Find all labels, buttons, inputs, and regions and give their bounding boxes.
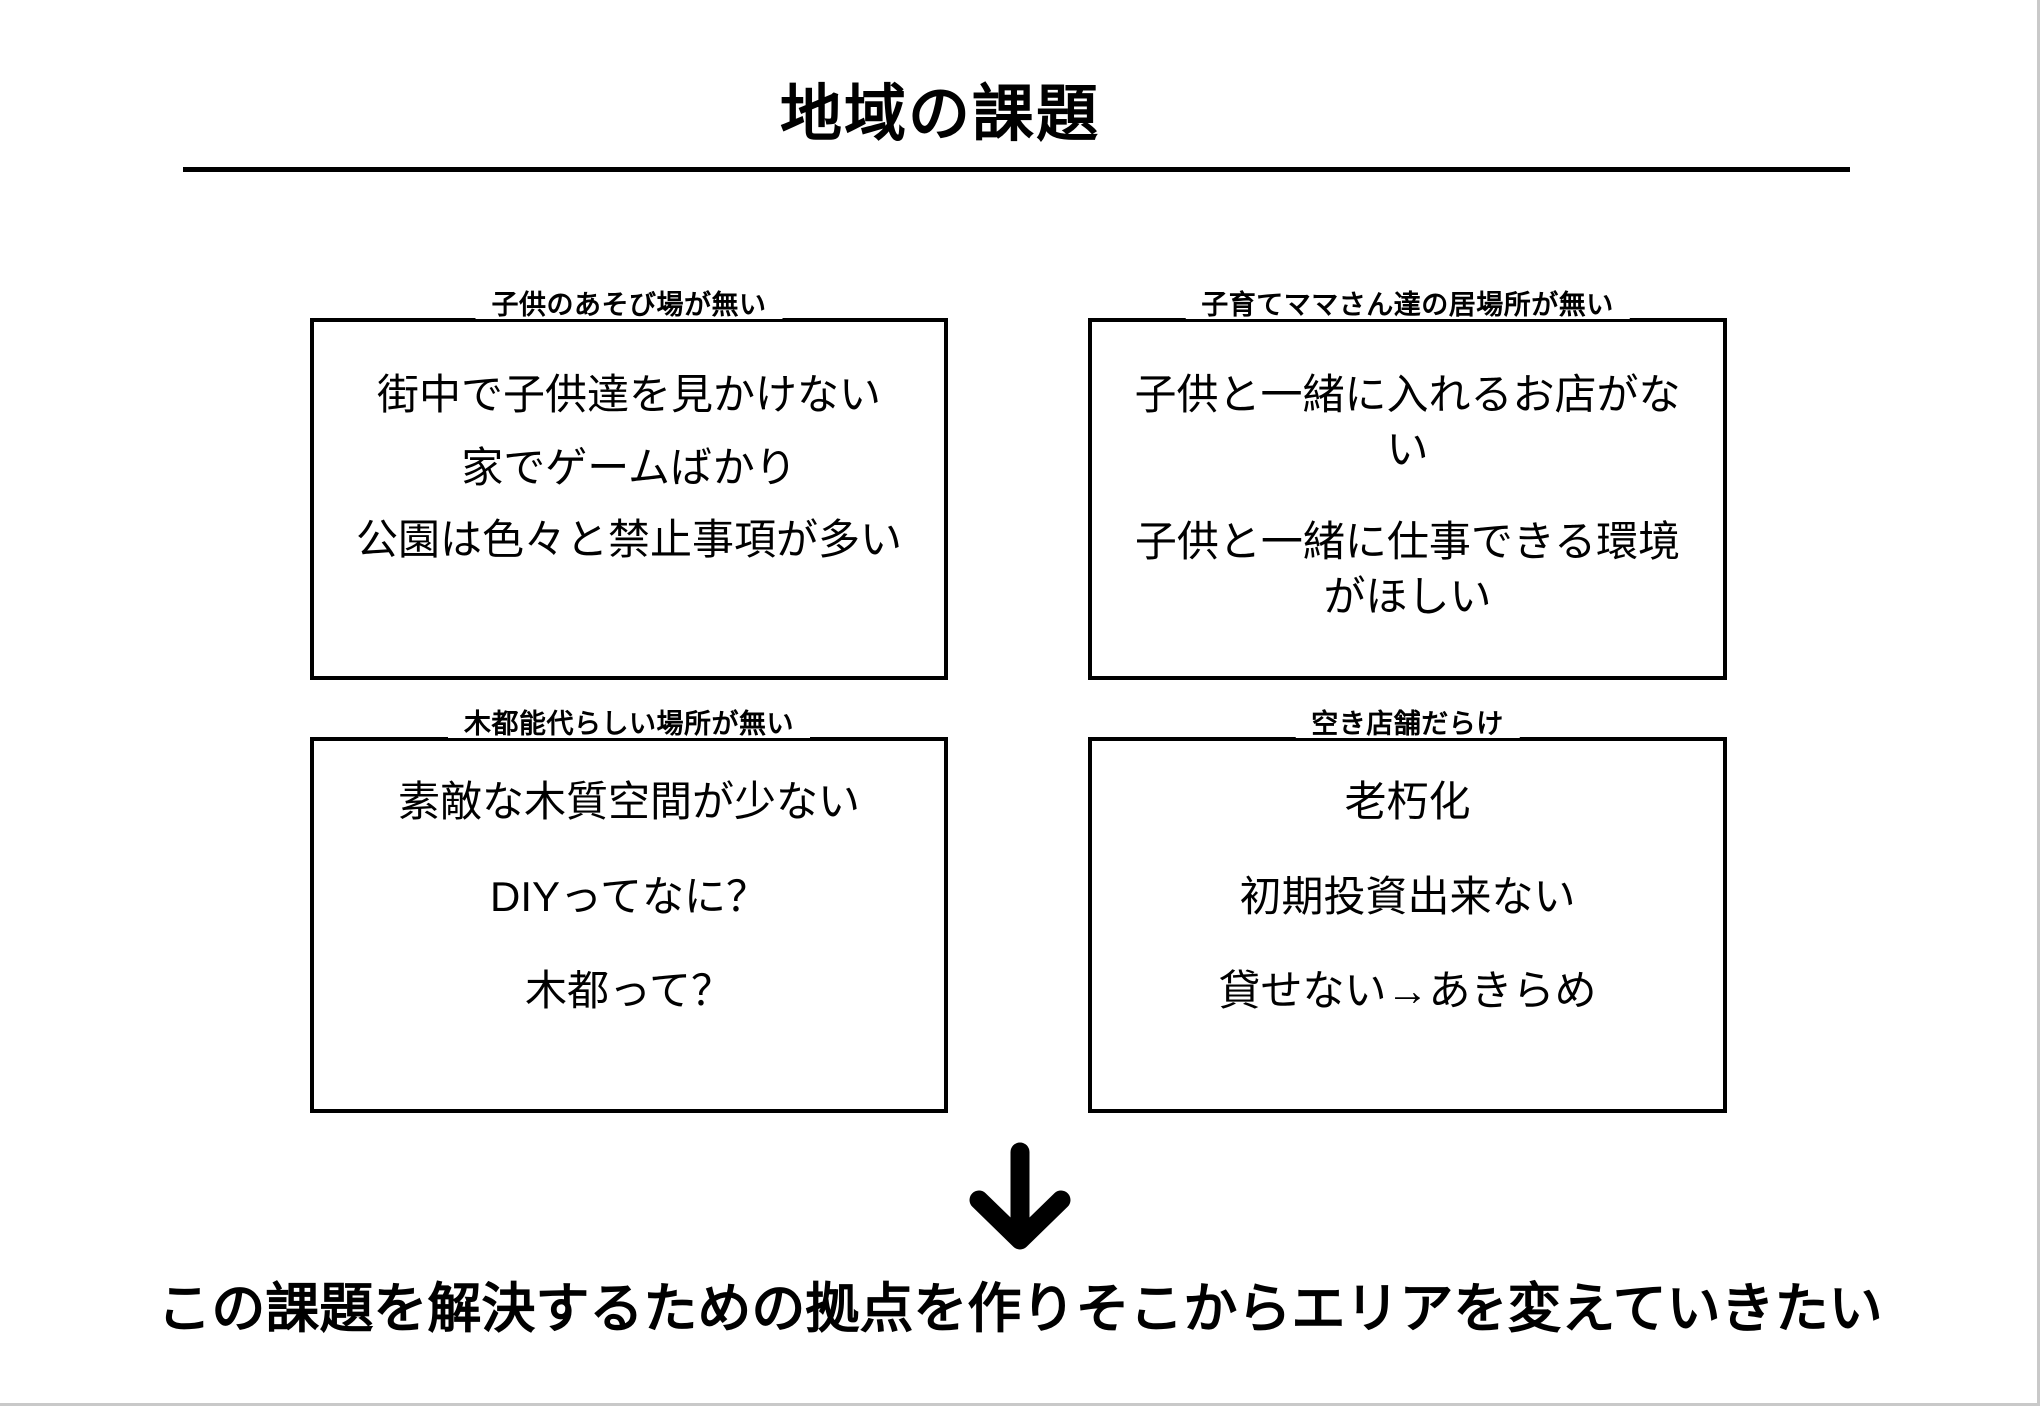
title-divider	[183, 167, 1850, 172]
issue-line: 素敵な木質空間が少ない	[397, 778, 860, 825]
page-title: 地域の課題	[779, 79, 1100, 149]
summary-caption: この課題を解決するための拠点を作りそこからエリアを変えていきたい	[157, 1279, 1883, 1339]
issue-box-legend: 子供のあそび場が無い	[475, 292, 783, 319]
issue-line: 子供と一緒に仕事できる環境がほしい	[1134, 518, 1681, 620]
issue-box-playground: 子供のあそび場が無い 街中で子供達を見かけない 家でゲームばかり 公園は色々と禁…	[310, 292, 948, 680]
issue-box-body: 素敵な木質空間が少ない DIYってなに？ 木都って？	[314, 741, 944, 1109]
issue-line: DIYってなに？	[490, 872, 768, 920]
issue-line: 初期投資出来ない	[1239, 872, 1576, 920]
issue-box-body: 老朽化 初期投資出来ない 貸せない→あきらめ	[1092, 741, 1723, 1109]
issue-line: 公園は色々と禁止事項が多い	[355, 516, 902, 564]
issue-line: 老朽化	[1344, 778, 1471, 825]
issue-line: 家でゲームばかり	[461, 443, 797, 491]
issue-line: 街中で子供達を見かけない	[376, 371, 881, 418]
issue-box-mothers: 子育てママさん達の居場所が無い 子供と一緒に入れるお店がない 子供と一緒に仕事で…	[1088, 292, 1727, 680]
issue-box-body: 子供と一緒に入れるお店がない 子供と一緒に仕事できる環境がほしい	[1092, 322, 1723, 676]
issue-box-legend: 木都能代らしい場所が無い	[448, 711, 810, 738]
issue-box-vacant-shops: 空き店舗だらけ 老朽化 初期投資出来ない 貸せない→あきらめ	[1088, 711, 1727, 1113]
issue-box-legend: 子育てママさん達の居場所が無い	[1185, 292, 1630, 319]
issue-box-grid: 子供のあそび場が無い 街中で子供達を見かけない 家でゲームばかり 公園は色々と禁…	[310, 292, 1727, 1113]
arrow-down-icon	[969, 1142, 1071, 1250]
arrow-down-container	[0, 1142, 2037, 1252]
issue-line: 子供と一緒に入れるお店がない	[1134, 371, 1681, 473]
issue-box-body: 街中で子供達を見かけない 家でゲームばかり 公園は色々と禁止事項が多い	[314, 322, 944, 676]
issue-box-wood-city: 木都能代らしい場所が無い 素敵な木質空間が少ない DIYってなに？ 木都って？	[310, 711, 948, 1113]
issue-box-legend: 空き店舗だらけ	[1295, 711, 1520, 738]
issue-line: 木都って？	[525, 967, 733, 1015]
issue-line: 貸せない→あきらめ	[1218, 967, 1597, 1015]
